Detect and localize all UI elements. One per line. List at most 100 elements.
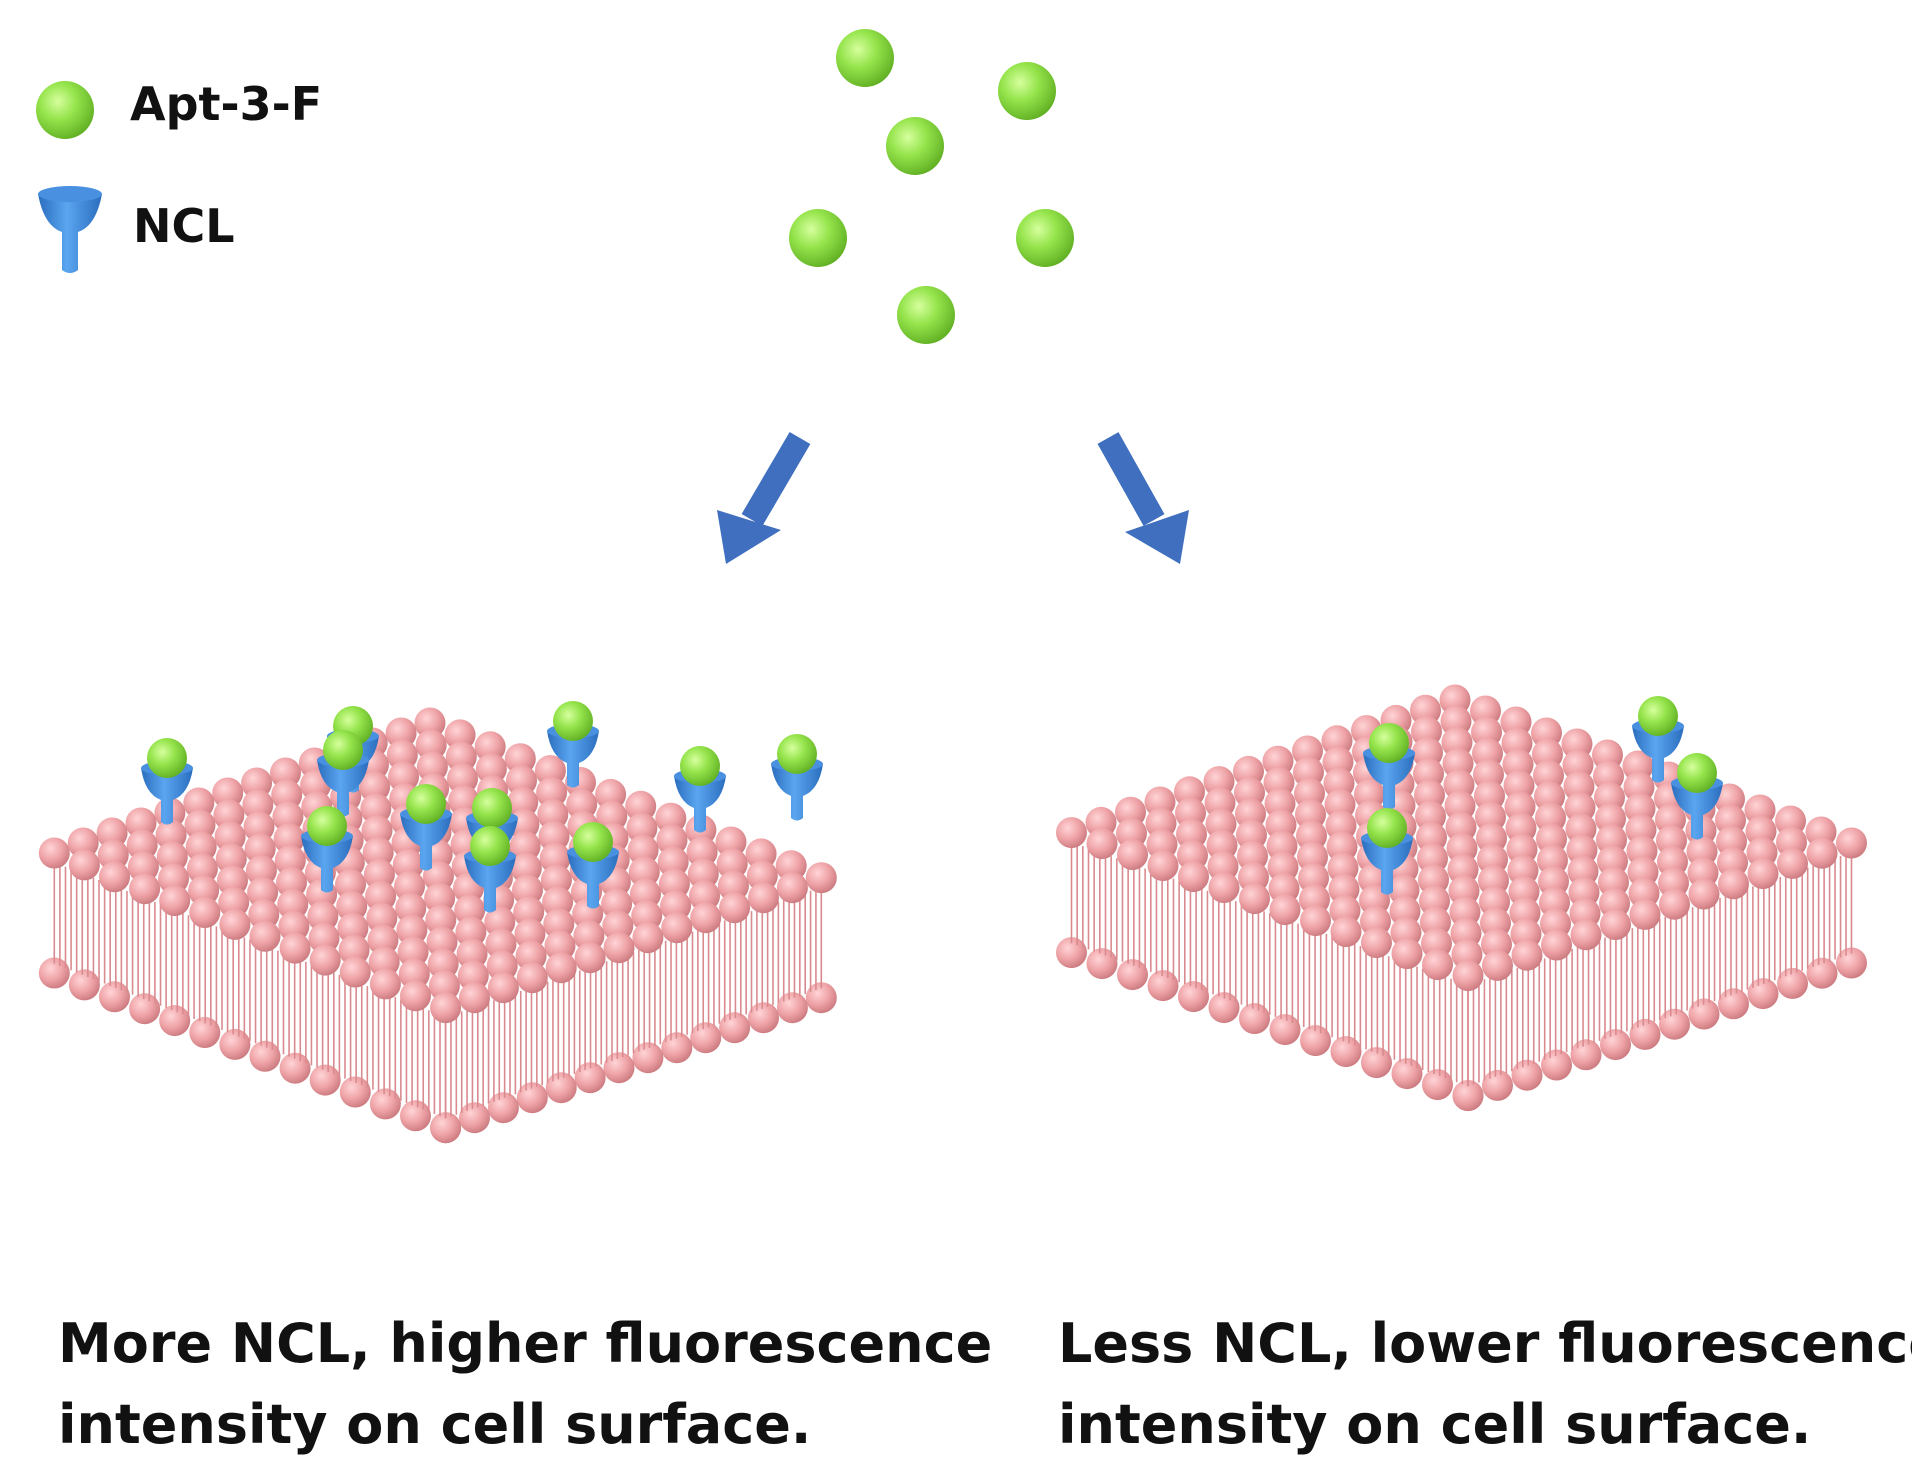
- lipid-head: [515, 940, 547, 972]
- lipid-head: [369, 968, 401, 1000]
- aptamer-sphere: [897, 286, 955, 344]
- lipid-head: [507, 787, 539, 818]
- lipid-head: [188, 875, 220, 907]
- lipid-head: [359, 771, 391, 803]
- lipid-head: [99, 981, 130, 1013]
- lipid-head: [279, 1052, 311, 1084]
- membrane-low-ncl: [1056, 684, 1867, 1112]
- lipid-head: [213, 799, 245, 831]
- lipid-head: [1541, 929, 1572, 961]
- membrane-high-ncl: [38, 701, 837, 1144]
- lipid-head: [510, 852, 542, 884]
- lipid-head: [661, 1032, 693, 1064]
- lipid-head: [336, 890, 368, 922]
- lipid-head: [366, 902, 398, 934]
- lipid-head: [398, 958, 430, 990]
- lipid-head: [447, 763, 478, 795]
- lipid-head: [655, 802, 687, 834]
- lipid-head: [745, 838, 777, 870]
- lipid-head: [1422, 949, 1453, 981]
- lipid-head: [1056, 817, 1087, 849]
- lipid-head: [1178, 861, 1209, 893]
- lipid-head: [1452, 960, 1484, 992]
- lipid-head: [595, 778, 627, 810]
- lipid-head: [396, 914, 428, 946]
- lipid-head: [457, 960, 489, 992]
- lipid-head: [748, 1002, 779, 1034]
- lipid-head: [277, 888, 309, 920]
- lipid-head: [444, 719, 476, 751]
- free-aptamers: [789, 29, 1074, 344]
- receptor-icon: [464, 856, 516, 913]
- lipid-head: [445, 741, 477, 773]
- aptamer-sphere: [323, 730, 363, 770]
- lipid-head: [715, 826, 747, 858]
- receptor-icon: [674, 776, 726, 833]
- lipid-head: [249, 1040, 281, 1072]
- lipid-head: [1600, 909, 1631, 941]
- lipid-head: [448, 785, 480, 817]
- lipid-head: [1511, 939, 1543, 971]
- lipid-head: [454, 894, 486, 926]
- lipid-head: [244, 833, 276, 865]
- upper-leaflet: [1056, 684, 1867, 992]
- lipid-head: [573, 920, 605, 952]
- lipid-head: [487, 972, 519, 1004]
- lipid-head: [397, 936, 429, 968]
- lipid-head: [127, 851, 159, 883]
- lipid-head: [1117, 959, 1148, 991]
- lipid-head: [400, 980, 431, 1012]
- lipid-head: [430, 1112, 462, 1144]
- lipid-head: [337, 912, 369, 944]
- lipid-head: [245, 855, 277, 887]
- lipid-head: [388, 761, 419, 793]
- lipid-head: [362, 837, 394, 868]
- lipid-head: [631, 900, 663, 932]
- lipid-head: [1482, 949, 1513, 981]
- aptamer-sphere: [1677, 753, 1717, 793]
- ncl-receptor-with-aptamer: [567, 822, 619, 909]
- aptamer-sphere: [680, 746, 720, 786]
- lipid-head: [1361, 1047, 1392, 1079]
- lipid-head: [514, 918, 546, 950]
- lipid-head: [215, 843, 247, 875]
- ncl-receptor-with-aptamer: [1361, 808, 1413, 895]
- lipid-head: [219, 1028, 251, 1060]
- lipid-head: [97, 839, 129, 871]
- lipid-head: [1269, 1014, 1301, 1046]
- lipid-head: [516, 1082, 548, 1114]
- ncl-receptor-with-aptamer: [400, 784, 452, 871]
- lipid-head: [425, 904, 457, 936]
- lipid-head: [625, 790, 657, 822]
- lipid-head: [1117, 839, 1148, 871]
- aptamer-sphere: [1638, 696, 1678, 736]
- lipid-head: [279, 932, 311, 964]
- lipid-head: [247, 877, 279, 908]
- lipid-head: [485, 928, 517, 960]
- lipid-head: [1747, 978, 1779, 1010]
- lipid-head: [99, 861, 130, 893]
- lipid-head: [805, 982, 837, 1014]
- lipid-head: [1452, 1080, 1484, 1112]
- lipid-head: [1688, 998, 1720, 1030]
- lipid-head: [748, 882, 779, 914]
- lipid-head: [487, 1092, 519, 1124]
- lipid-head: [566, 788, 598, 820]
- lipid-head: [335, 868, 366, 900]
- lipid-head: [628, 856, 660, 888]
- lipid-head: [1836, 947, 1867, 979]
- lipid-head: [1570, 1039, 1602, 1071]
- lipid-head: [158, 863, 189, 895]
- lipid-head: [1147, 970, 1179, 1002]
- lipid-head: [395, 892, 427, 924]
- receptor-icon: [1363, 753, 1415, 810]
- caption-left: More NCL, higher fluorescence intensity …: [58, 1312, 992, 1456]
- lipid-head: [459, 982, 490, 1014]
- lipid-tails: [53, 862, 823, 1119]
- bound-receptors: [1361, 696, 1723, 895]
- lipid-head: [1056, 937, 1087, 969]
- lipid-head: [129, 993, 161, 1025]
- lipid-head: [243, 811, 275, 843]
- lipid-head: [719, 892, 751, 924]
- lipid-head: [1806, 957, 1838, 989]
